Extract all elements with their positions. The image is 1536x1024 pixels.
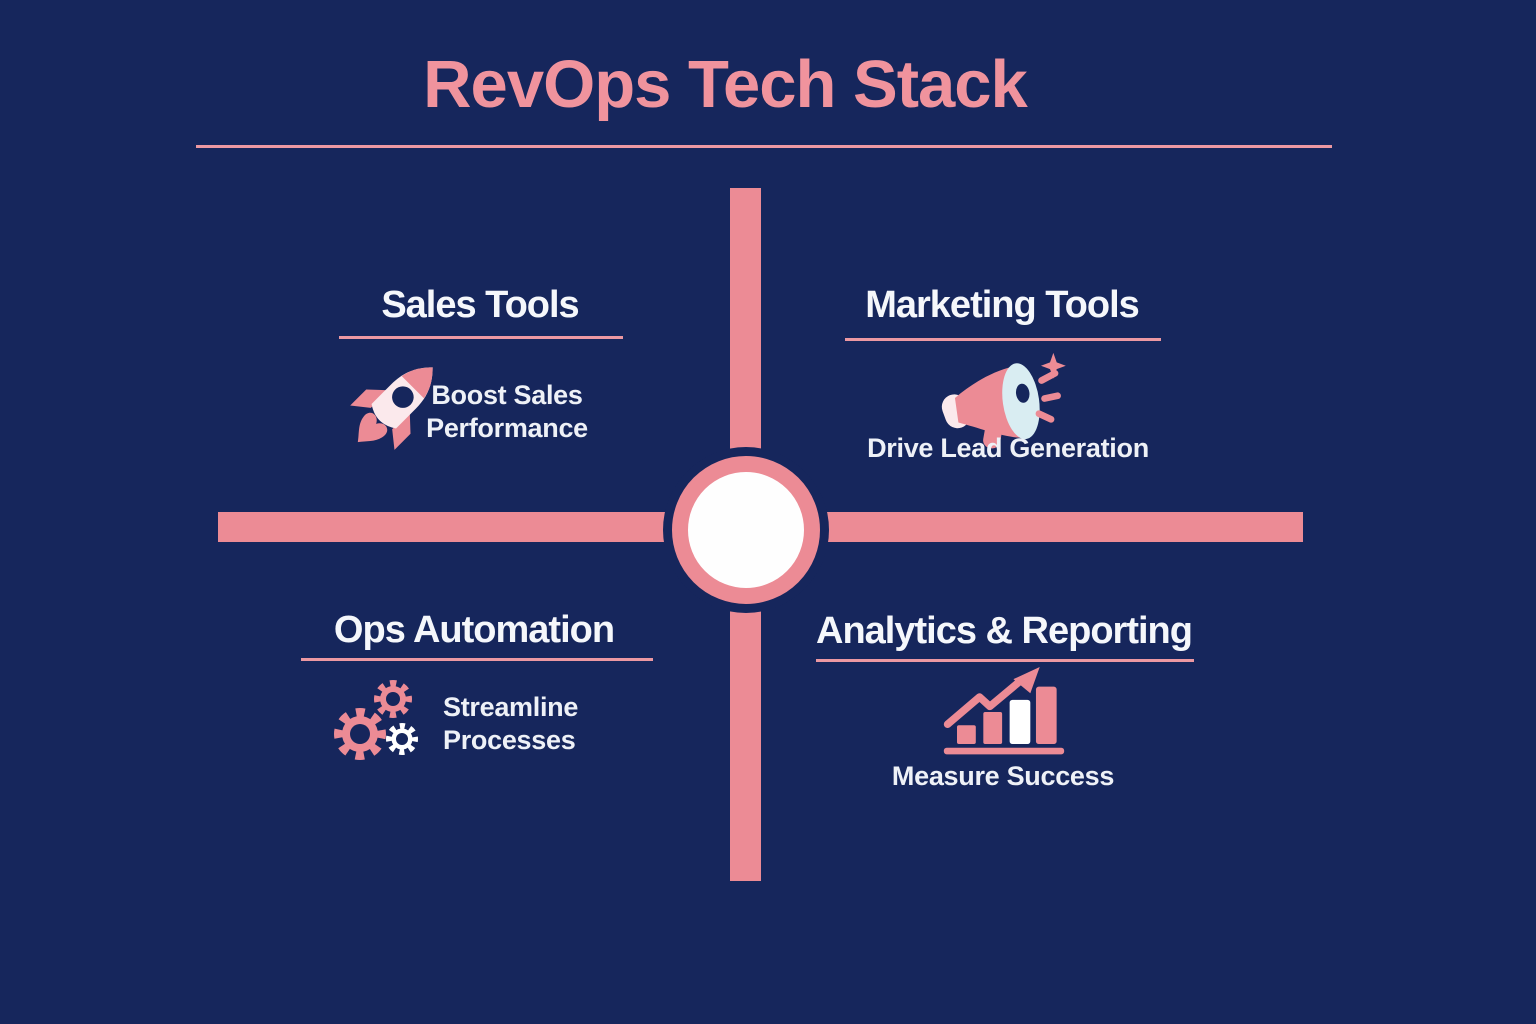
quadrant-title-analytics-reporting: Analytics & Reporting [816,610,1193,652]
description-line: Drive Lead Generation [867,433,1149,463]
quadrant-underline-sales-tools [339,336,623,339]
quadrant-underline-analytics-reporting [816,659,1194,662]
quadrant-description-analytics-reporting: Measure Success [853,760,1153,793]
quadrant-description-ops-automation: Streamline Processes [443,691,663,757]
quadrant-title-ops-automation: Ops Automation [333,609,615,651]
title-underline [196,145,1332,148]
gears-icon [326,672,434,772]
description-line: Streamline [443,692,579,722]
quadrant-underline-marketing-tools [845,338,1161,341]
description-line: Boost Sales [431,380,583,410]
bar-chart-icon [936,666,1072,760]
description-line: Measure Success [891,761,1115,791]
rocket-icon [342,350,450,458]
page-title: RevOps Tech Stack [423,47,1028,122]
hub-circle [672,456,820,604]
description-line: Performance [426,413,588,443]
description-line: Processes [443,725,576,755]
quadrant-description-marketing-tools: Drive Lead Generation [858,432,1158,465]
quadrant-title-marketing-tools: Marketing Tools [865,284,1140,326]
quadrant-title-sales-tools: Sales Tools [381,284,579,326]
quadrant-underline-ops-automation [301,658,653,661]
quadrant-description-sales-tools: Boost Sales Performance [398,379,616,445]
megaphone-icon [928,350,1068,455]
